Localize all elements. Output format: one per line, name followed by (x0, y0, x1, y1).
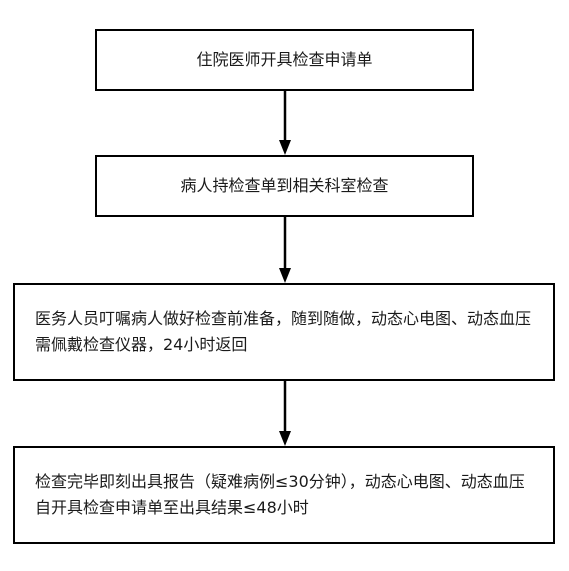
arrow-3-to-4 (279, 381, 291, 446)
step-label-4: 检查完毕即刻出具报告（疑难病例≤30分钟），动态心电图、动态血压自开具检查申请单… (35, 472, 525, 517)
step-box-1: 住院医师开具检查申请单 (95, 29, 474, 91)
step-box-3: 医务人员叮嘱病人做好检查前准备，随到随做，动态心电图、动态血压需佩戴检查仪器，2… (13, 283, 555, 381)
arrowhead-icon (279, 140, 291, 155)
arrowhead-icon (279, 268, 291, 283)
step-box-2: 病人持检查单到相关科室检查 (95, 155, 474, 217)
step-box-4: 检查完毕即刻出具报告（疑难病例≤30分钟），动态心电图、动态血压自开具检查申请单… (13, 446, 555, 544)
step-label-3: 医务人员叮嘱病人做好检查前准备，随到随做，动态心电图、动态血压需佩戴检查仪器，2… (35, 309, 532, 354)
arrow-1-to-2 (279, 91, 291, 155)
step-label-1: 住院医师开具检查申请单 (196, 50, 373, 70)
step-label-2: 病人持检查单到相关科室检查 (180, 176, 389, 196)
arrow-2-to-3 (279, 217, 291, 283)
arrowhead-icon (279, 431, 291, 446)
